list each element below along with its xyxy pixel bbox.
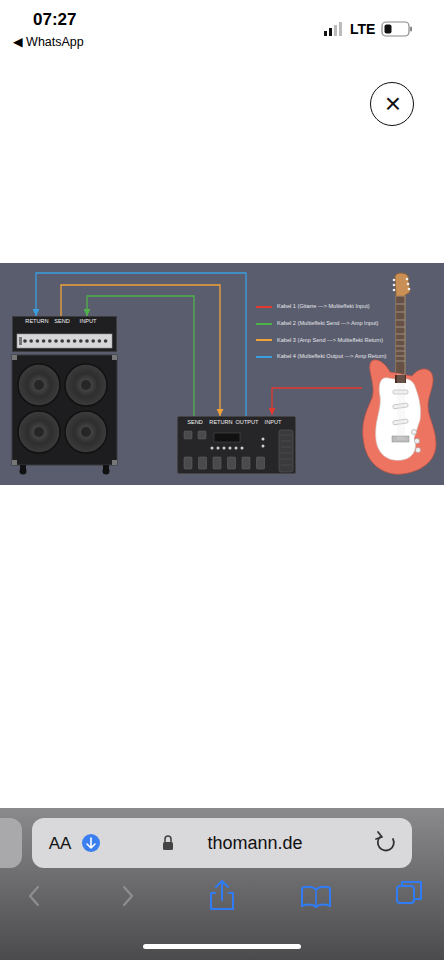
legend-swatch — [256, 323, 272, 325]
legend-text: Kabel 4 (Multieffekt Output ---> Amp Ret… — [277, 354, 387, 360]
jack-label: RETURN — [25, 319, 48, 325]
multi-effect-pedal: SEND RETURN OUTPUT INPUT — [177, 416, 296, 474]
close-button: × — [370, 82, 414, 126]
home-indicator — [143, 944, 301, 949]
back-link: ◀ WhatsApp — [13, 36, 84, 49]
network-type: LTE — [350, 22, 375, 36]
diagram-background — [0, 263, 444, 485]
jack-label: INPUT — [80, 319, 97, 325]
legend-text: Kabel 2 (Multieffekt Send ---> Amp Input… — [277, 321, 378, 327]
jack-label: OUTPUT — [236, 420, 259, 426]
legend-swatch — [256, 356, 272, 358]
url-text: thomann.de — [207, 834, 302, 852]
legend-text: Kabel 1 (Gitarre ---> Multieffekt Input) — [277, 304, 370, 310]
speaker-cabinet — [12, 355, 117, 475]
guitar-cable — [272, 388, 362, 415]
jack-label: SEND — [187, 420, 203, 426]
clock: 07:27 — [33, 11, 76, 28]
url-bar: AA thomann.de — [32, 818, 412, 868]
jack-label: INPUT — [265, 420, 282, 426]
status-bar — [324, 22, 412, 36]
text-size-button: AA — [49, 835, 72, 852]
legend-swatch — [256, 306, 272, 308]
toolbar-icons — [30, 881, 421, 909]
amp-head: RETURN SEND INPUT — [12, 316, 117, 352]
pedal-detail — [178, 417, 297, 475]
guitar — [363, 273, 436, 474]
jack-label: SEND — [54, 319, 70, 325]
close-icon: × — [385, 90, 401, 118]
tab-pill — [0, 818, 22, 868]
browser-toolbar — [0, 808, 444, 960]
cable — [87, 296, 194, 416]
legend-text: Kabel 3 (Amp Send ---> Multieffekt Retur… — [277, 338, 383, 344]
jack-label: RETURN — [209, 420, 232, 426]
legend-swatch — [256, 339, 272, 341]
